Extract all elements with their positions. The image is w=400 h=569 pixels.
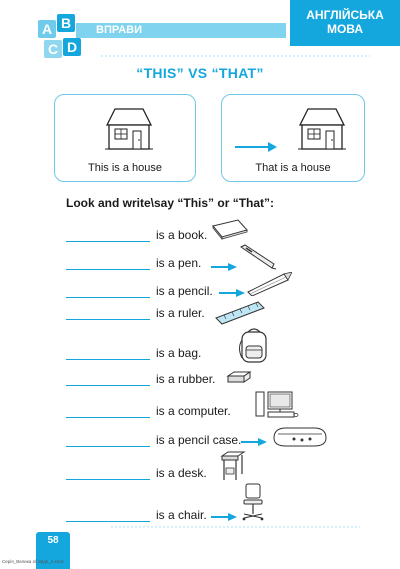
decorative-dotted-strip-bottom [110, 526, 360, 528]
arrow-right-icon [241, 438, 267, 446]
house-icon [298, 108, 346, 150]
cube-d-letter: D [66, 39, 78, 55]
cube-d: D [63, 38, 81, 56]
cube-b: B [57, 14, 75, 32]
that-caption: That is a house [255, 162, 331, 174]
cube-a: A [38, 20, 56, 38]
row-text: is a pen. [156, 256, 202, 270]
instruction: Look and write\say “This” or “That”: [66, 196, 275, 210]
book-icon [212, 219, 248, 240]
arrow-right-icon [235, 142, 277, 152]
pencil-case-icon [273, 427, 327, 447]
subject-line-1: АНГЛІЙСЬКА [306, 8, 384, 22]
row-text: is a bag. [156, 346, 202, 360]
answer-blank[interactable] [66, 268, 150, 270]
subject-box [290, 0, 400, 46]
that-example-card: That is a house [221, 94, 365, 182]
section-label: ВПРАВИ [96, 24, 143, 36]
answer-blank[interactable] [66, 358, 150, 360]
row-text: is a ruler. [156, 306, 205, 320]
this-caption: This is a house [88, 162, 162, 174]
house-icon [105, 108, 153, 150]
header-bar [76, 23, 286, 38]
cube-c: C [44, 40, 62, 58]
answer-blank[interactable] [66, 384, 150, 386]
answer-blank[interactable] [66, 520, 150, 522]
page-number: 58 [47, 535, 59, 546]
subject-line-2: МОВА [326, 22, 364, 36]
cube-a-letter: A [41, 21, 53, 37]
answer-blank[interactable] [66, 445, 150, 447]
answer-blank[interactable] [66, 478, 150, 480]
row-text: is a book. [156, 228, 208, 242]
answer-blank[interactable] [66, 296, 150, 298]
answer-blank[interactable] [66, 240, 150, 242]
decorative-dotted-strip-top [100, 55, 370, 57]
subject-title: АНГЛІЙСЬКА МОВА [290, 8, 400, 36]
cube-b-letter: B [60, 15, 72, 31]
row-text: is a chair. [156, 508, 207, 522]
pen-icon [240, 244, 277, 270]
this-example-card: This is a house [54, 94, 196, 182]
arrow-right-icon [219, 289, 245, 297]
answer-blank[interactable] [66, 416, 150, 418]
desk-icon [220, 451, 246, 480]
row-text: is a pencil case. [156, 433, 242, 447]
row-text: is a rubber. [156, 372, 216, 386]
chair-icon [242, 483, 264, 521]
arrow-right-icon [211, 263, 237, 271]
backpack-icon [239, 328, 267, 363]
answer-blank[interactable] [66, 318, 150, 320]
ruler-icon [215, 301, 265, 325]
row-text: is a pencil. [156, 284, 213, 298]
print-footer: Серія_Велика зб.видп_2 клас [2, 559, 64, 564]
pencil-icon [247, 272, 292, 296]
eraser-icon [226, 371, 252, 383]
row-text: is a computer. [156, 404, 231, 418]
page-number-tab [36, 532, 70, 569]
cube-c-letter: C [47, 41, 59, 57]
arrow-right-icon [211, 513, 237, 521]
row-text: is a desk. [156, 466, 207, 480]
page-title: “THIS” VS “THAT” [136, 65, 264, 81]
computer-icon [255, 391, 299, 418]
